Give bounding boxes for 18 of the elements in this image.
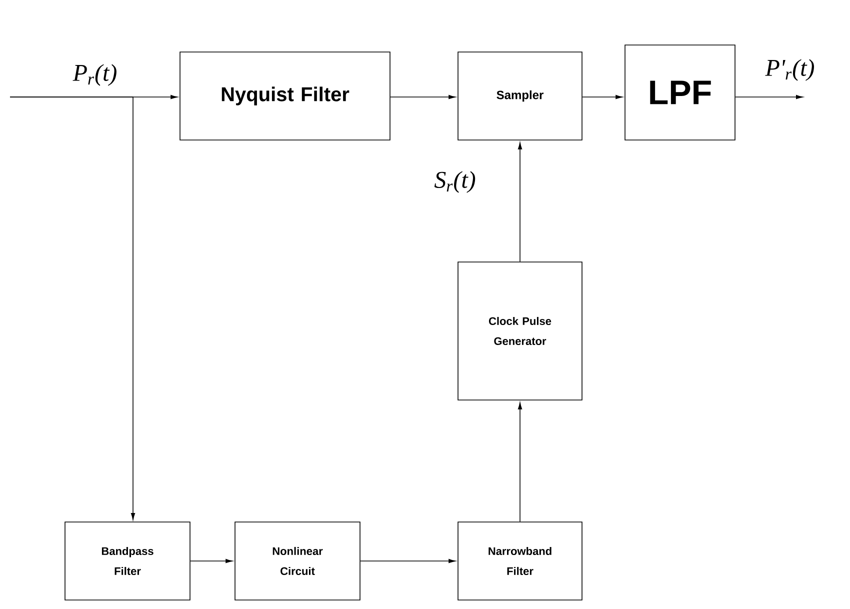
arrow [190, 558, 233, 564]
process-box: Sampler [458, 52, 582, 140]
process-box: Nonlinear Circuit [234, 522, 360, 600]
arrow [582, 94, 623, 100]
arrow [518, 402, 522, 522]
arrow [735, 94, 803, 100]
process-box: Nyquist Filter [180, 52, 390, 140]
arrow [390, 94, 456, 100]
arrow [518, 142, 522, 262]
signal-label: P$_{r}$(t) [72, 64, 116, 86]
signal-label: S$_{r}$(t) [434, 171, 476, 193]
signal-label: P'$_{r}$(t) [765, 59, 814, 81]
process-box: Bandpass Filter [64, 522, 190, 600]
process-box: LPF [624, 44, 736, 140]
process-box: Clock Pulse Generator [458, 262, 582, 400]
arrow [360, 558, 456, 564]
arrow [10, 96, 136, 520]
process-box: Narrowband Filter [458, 522, 582, 600]
